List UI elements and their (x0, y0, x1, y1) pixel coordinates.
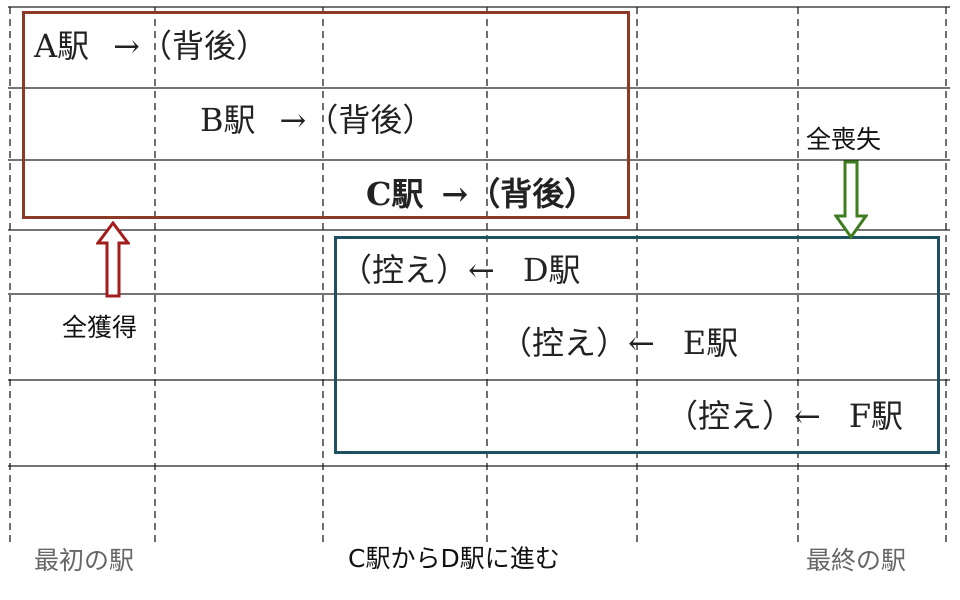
transition-label: C駅からD駅に進む (348, 544, 560, 573)
station-e: E駅 (682, 324, 739, 362)
first-station-label: 最初の駅 (34, 546, 135, 575)
paren-behind: （背後） (468, 175, 597, 213)
acquire-group-box (22, 11, 630, 219)
arrow-right: → (441, 175, 469, 213)
arrow-right: → (279, 101, 307, 139)
paren-reserve: （控え） (666, 397, 795, 435)
arrow-left: ← (628, 324, 655, 362)
paren-reserve: （控え） (340, 251, 469, 289)
paren-behind: （背後） (139, 27, 268, 65)
arrow-left: ← (794, 397, 821, 435)
row-d: （控え）← D駅 (340, 254, 581, 286)
station-f: F駅 (848, 397, 904, 435)
paren-reserve: （控え） (500, 324, 629, 362)
hollow-up-arrow-icon (96, 221, 130, 298)
paren-behind: （背後） (306, 101, 435, 139)
row-c: C駅 →（背後） (366, 178, 596, 210)
lose-group-box (334, 236, 940, 454)
row-e: （控え）← E駅 (500, 327, 738, 359)
station-d: D駅 (522, 251, 581, 289)
lose-label: 全喪失 (806, 125, 882, 154)
arrow-left: ← (468, 251, 495, 289)
row-b: B駅 →（背後） (200, 104, 434, 136)
row-f: （控え）← F駅 (666, 400, 903, 432)
hollow-down-arrow-icon (834, 160, 868, 240)
station-b: B駅 (200, 101, 256, 139)
last-station-label: 最終の駅 (806, 546, 907, 575)
arrow-right: → (113, 27, 140, 65)
row-a: A駅 →（背後） (34, 30, 268, 62)
station-c: C駅 (366, 175, 424, 213)
acquire-label: 全獲得 (62, 313, 138, 342)
station-a: A駅 (34, 27, 90, 65)
